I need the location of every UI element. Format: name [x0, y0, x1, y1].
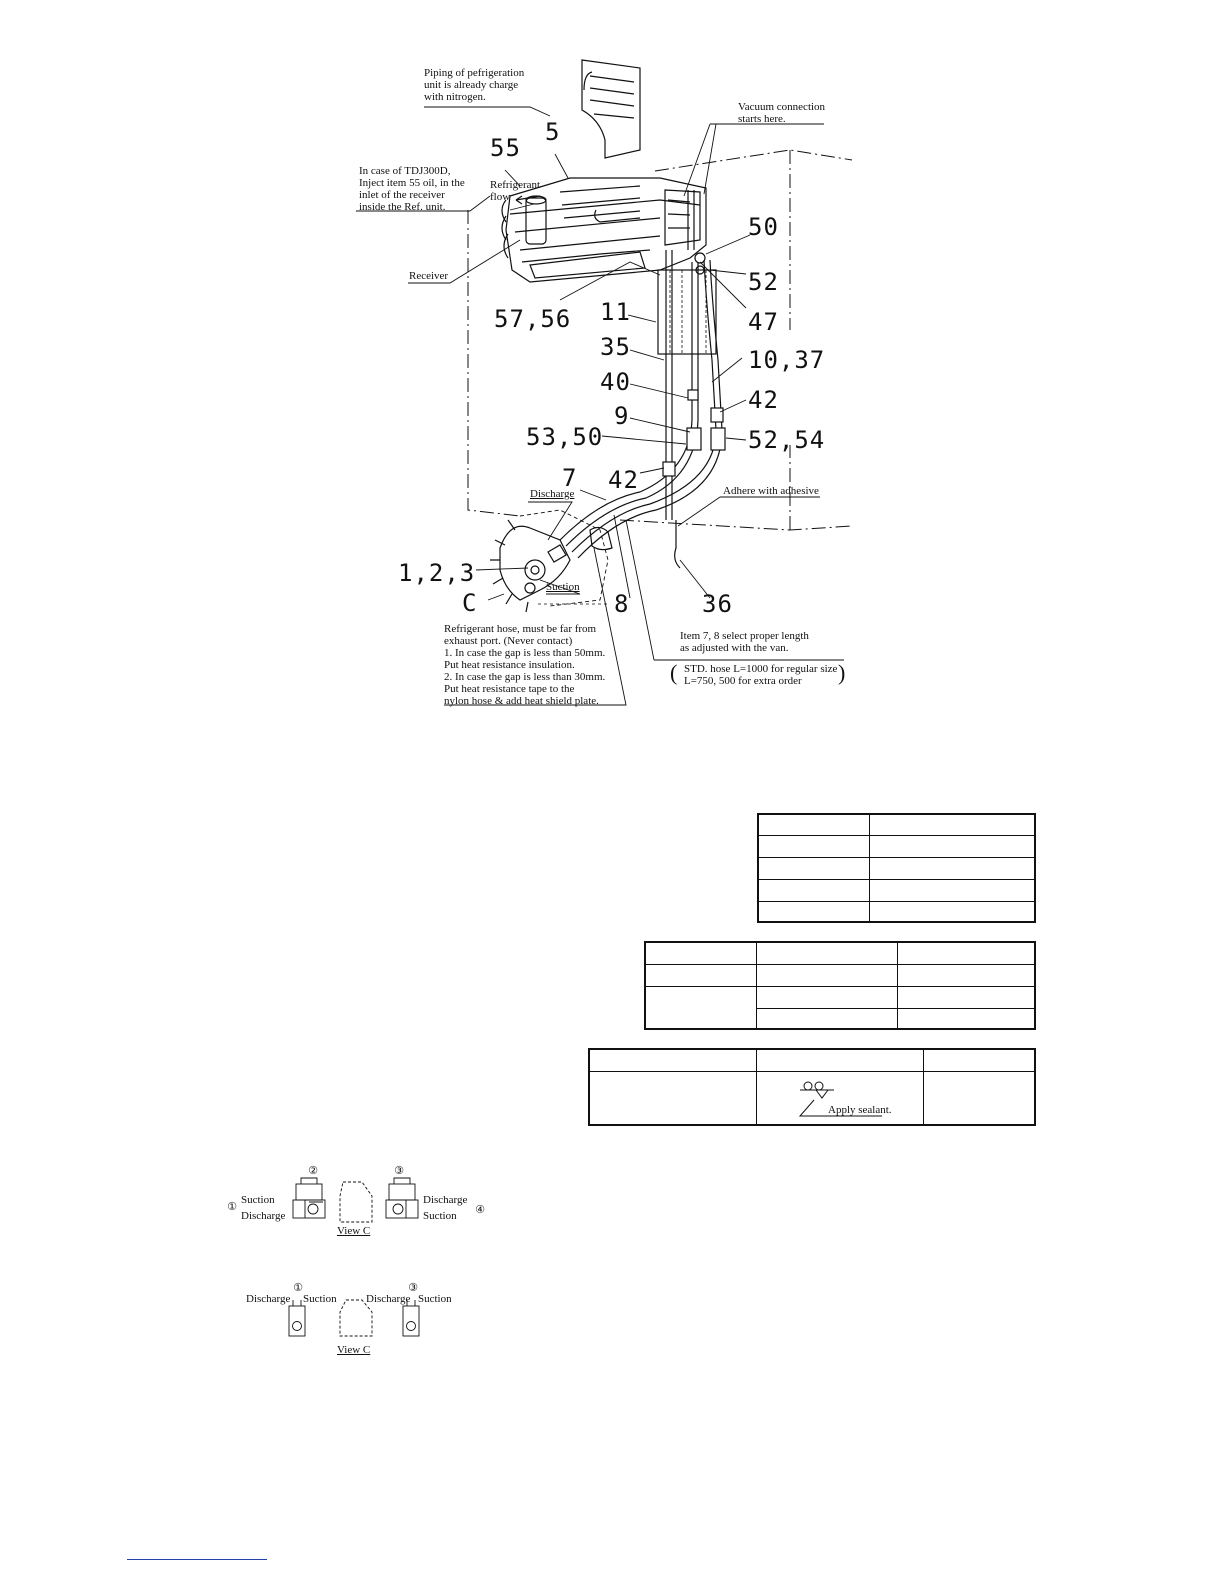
marker-2: ② [308, 1164, 318, 1177]
table-cell [757, 834, 870, 858]
item-50-top: 50 [748, 213, 779, 241]
item-40: 40 [600, 368, 631, 396]
item-57-56: 57,56 [494, 305, 572, 333]
view1-left-bottom-label: Discharge [241, 1210, 286, 1222]
view2-label-2: Suction [303, 1293, 337, 1305]
item-53-50: 53,50 [526, 423, 604, 451]
marker-3: ③ [394, 1164, 404, 1177]
suction-label: Suction [546, 581, 580, 593]
item-5: 5 [545, 118, 561, 146]
table-cell [644, 985, 757, 1030]
engine-outline [519, 509, 609, 607]
table-cell [869, 900, 1036, 923]
table-cell [756, 941, 898, 965]
view-c-marker: C [462, 589, 478, 617]
item-47: 47 [748, 308, 779, 336]
refrigerant-flow-arrow [515, 195, 541, 201]
hose-warning-note: Refrigerant hose, must be far from exhau… [444, 623, 606, 707]
item-36: 36 [702, 590, 733, 618]
discharge-label: Discharge [530, 488, 575, 500]
oil-injection-note: In case of TDJ300D, Inject item 55 oil, … [359, 165, 465, 213]
table-cell [897, 985, 1036, 1009]
van-body-outline [467, 149, 853, 531]
table-cell [869, 813, 1036, 836]
view1-right-top-label: Discharge [423, 1194, 468, 1206]
nitrogen-note: Piping of pefrigeration unit is already … [424, 67, 525, 103]
table-cell [897, 941, 1036, 965]
view1-right-bottom-label: Suction [423, 1210, 457, 1222]
item-11: 11 [600, 298, 631, 326]
adhesive-note: Adhere with adhesive [723, 485, 819, 497]
table-cell [897, 1007, 1036, 1030]
table-cell [588, 1070, 757, 1126]
table-cell [756, 985, 898, 1009]
marker-1b: ① [293, 1281, 303, 1294]
table-cell [897, 963, 1036, 987]
view-c-2 [288, 1299, 420, 1337]
table-cell [756, 963, 898, 987]
table-cell [756, 1070, 924, 1126]
item-9: 9 [614, 402, 630, 430]
table-cell [757, 813, 870, 836]
apply-sealant-label: Apply sealant. [828, 1104, 892, 1116]
item-35: 35 [600, 333, 631, 361]
view1-left-top-label: Suction [241, 1194, 275, 1206]
table-cell [757, 856, 870, 880]
receiver-label: Receiver [409, 270, 449, 282]
refrigerant-flow-label: Refrigerant flow [490, 179, 541, 203]
table-cell [923, 1048, 1036, 1072]
table-cell [644, 941, 757, 965]
item-8: 8 [614, 590, 630, 618]
table-cell [588, 1048, 757, 1072]
table-cell [644, 963, 757, 987]
length-note: Item 7, 8 select proper length as adjust… [680, 630, 809, 654]
item-52-54: 52,54 [748, 426, 826, 454]
item-1-2-3: 1,2,3 [398, 559, 476, 587]
item-10-37: 10,37 [748, 346, 826, 374]
marker-3b: ③ [408, 1281, 418, 1294]
table-cell [923, 1070, 1036, 1126]
side-panel [657, 269, 717, 355]
table-cell [757, 878, 870, 902]
table-cell [869, 878, 1036, 902]
table-cell [869, 834, 1036, 858]
evaporator-duct [581, 59, 641, 159]
compressor [490, 519, 571, 613]
spec-table-2 [644, 941, 1036, 1030]
item-55: 55 [490, 134, 521, 162]
item-42-right: 42 [748, 386, 779, 414]
view2-label-1: Discharge [246, 1293, 291, 1305]
table-cell [757, 900, 870, 923]
marker-4: ④ [475, 1203, 485, 1216]
std-hose-note: STD. hose L=1000 for regular size L=750,… [684, 663, 838, 687]
table-cell [756, 1007, 898, 1030]
item-42-left: 42 [608, 466, 639, 494]
view-c-1 [292, 1177, 419, 1223]
item-52-top: 52 [748, 268, 779, 296]
table-cell [869, 856, 1036, 880]
open-paren: ( [670, 660, 678, 685]
view2-label-3: Discharge [366, 1293, 411, 1305]
refrigerant-pipes [559, 190, 726, 569]
table-cell [756, 1048, 924, 1072]
view1-caption: View C [337, 1225, 371, 1237]
marker-1: ① [227, 1200, 237, 1213]
vacuum-connection-note: Vacuum connection starts here. [738, 101, 826, 125]
leader-lines [356, 106, 844, 706]
item-7: 7 [562, 464, 578, 492]
spec-table-1 [757, 813, 1036, 923]
spec-table-3 [588, 1048, 1036, 1126]
close-paren: ) [838, 660, 846, 685]
view2-caption: View C [337, 1344, 371, 1356]
footnote-rule [127, 1559, 267, 1560]
view2-label-4: Suction [418, 1293, 452, 1305]
